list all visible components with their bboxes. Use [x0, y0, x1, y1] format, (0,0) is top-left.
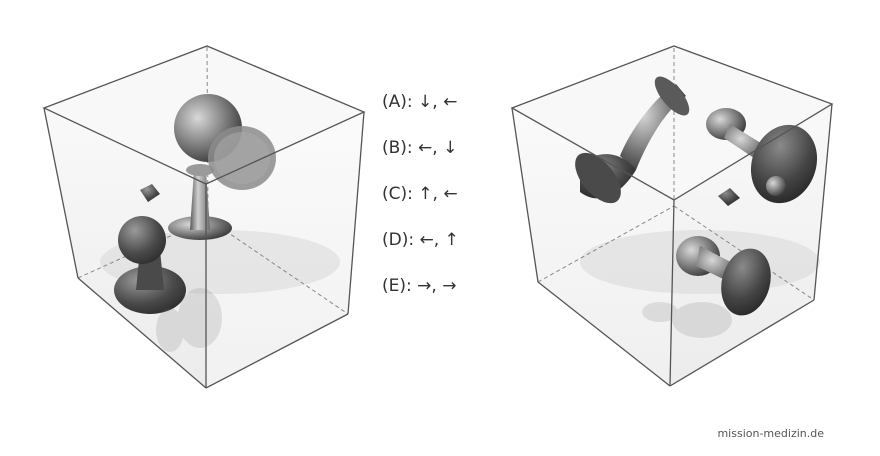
right-cube-figure — [510, 45, 834, 387]
option-b[interactable]: (B): ←, ↓ — [382, 138, 458, 158]
left-cube-figure — [42, 45, 366, 389]
left-cube-small-block — [140, 184, 160, 202]
option-c[interactable]: (C): ↑, ← — [382, 184, 458, 204]
right-cube-small-block — [718, 188, 740, 206]
left-cube-object-upper — [168, 94, 276, 240]
option-e[interactable]: (E): →, → — [382, 276, 457, 296]
right-cube-object-upper — [575, 76, 818, 204]
right-cube-object-lower — [676, 236, 771, 316]
option-d[interactable]: (D): ←, ↑ — [382, 230, 459, 250]
left-cube-object-lower — [114, 216, 186, 314]
watermark: mission-medizin.de — [717, 427, 824, 440]
answer-options: (A): ↓, ← (B): ←, ↓ (C): ↑, ← (D): ←, ↑ … — [382, 92, 459, 296]
option-a[interactable]: (A): ↓, ← — [382, 92, 458, 112]
